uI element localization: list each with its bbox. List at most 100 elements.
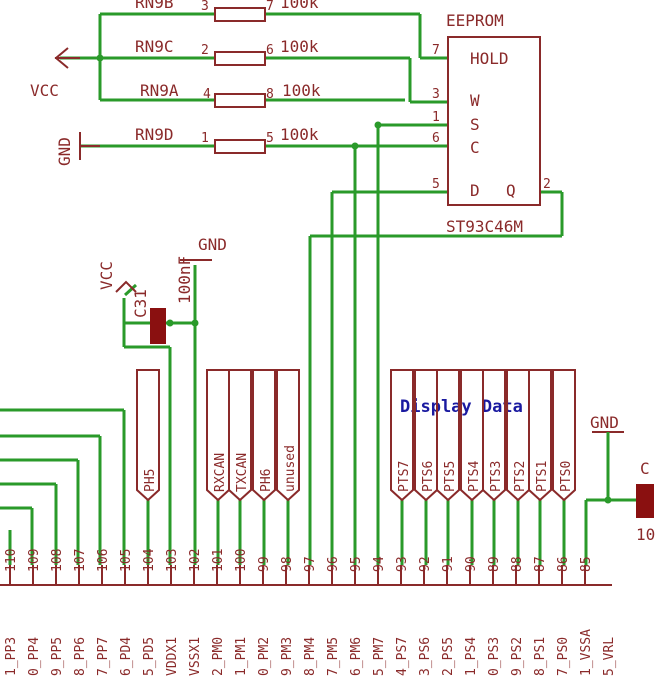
eeprom-pin-num-hold: 7	[432, 43, 440, 58]
mcu-pin-name: 1_PP3	[4, 637, 19, 676]
eeprom-pin-name-hold: HOLD	[470, 49, 509, 68]
net-flag-txcan	[228, 369, 252, 502]
resistor-pin-b-rn9a: 8	[266, 87, 274, 102]
mcu-pin-name: 5_PD5	[142, 637, 157, 676]
mcu-pin-number: 91	[441, 556, 456, 572]
net-label-pts4: PTS4	[467, 461, 482, 492]
eeprom-pin-name-d: D	[470, 181, 480, 200]
net-label-pts2: PTS2	[513, 461, 528, 492]
eeprom-pin-name-w: W	[470, 91, 480, 110]
mcu-pin-number: 108	[50, 549, 65, 572]
resistor-pin-a-rn9c: 2	[201, 43, 209, 58]
net-label-ph6: PH6	[259, 469, 274, 492]
mcu-pin-number: 110	[4, 549, 19, 572]
resistor-value-rn9d: 100k	[280, 125, 319, 144]
mcu-pin-name: VSSX1	[188, 637, 203, 676]
mcu-pin-number: 88	[510, 556, 525, 572]
vcc-arrow-icon	[54, 47, 80, 69]
stub-wires	[146, 500, 566, 565]
mcu-pin-lines	[9, 565, 586, 585]
mcu-pin-name: 2_PS5	[441, 637, 456, 676]
net-flag-pts3	[482, 369, 506, 502]
vcc-arrow-small-icon	[115, 280, 137, 293]
mcu-pin-name: 7_PM5	[326, 637, 341, 676]
net-flag-pts1	[528, 369, 552, 502]
mcu-pin-name: 5_PM7	[372, 637, 387, 676]
net-label-txcan: TXCAN	[235, 453, 250, 492]
resistor-value-rn9c: 100k	[280, 37, 319, 56]
resistor-pin-b-rn9b: 7	[266, 0, 274, 14]
mcu-pin-name: 9_PP5	[50, 637, 65, 676]
net-flag-unused	[276, 369, 300, 502]
mcu-pin-name: VDDX1	[165, 637, 180, 676]
resistor-name-rn9d: RN9D	[135, 125, 174, 144]
mcu-pin-number: 101	[211, 549, 226, 572]
eeprom-pin-num-q: 2	[543, 177, 551, 192]
mcu-pin-number: 93	[395, 556, 410, 572]
mcu-pin-name: 2_PM0	[211, 637, 226, 676]
resistor-rn9c	[214, 51, 266, 66]
c31-body	[150, 308, 166, 344]
mcu-pin-name: 1_PM1	[234, 637, 249, 676]
right-cap-name: C	[640, 459, 650, 478]
net-flag-pts5	[436, 369, 460, 502]
mcu-pin-name: 0_PM2	[257, 637, 272, 676]
mcu-pin-number: 103	[165, 549, 180, 572]
net-label-unused: unused	[283, 445, 298, 492]
net-labels-left: PH5	[136, 369, 160, 502]
resistor-rn9a	[214, 93, 266, 108]
eeprom-pin-name-q: Q	[506, 181, 516, 200]
mcu-pin-number: 106	[96, 549, 111, 572]
resistor-value-rn9a: 100k	[282, 81, 321, 100]
mcu-pin-number: 105	[119, 549, 134, 572]
mcu-pin-number: 102	[188, 549, 203, 572]
net-label-pts5: PTS5	[443, 461, 458, 492]
resistor-pin-a-rn9d: 1	[201, 131, 209, 146]
mcu-pin-number: 109	[27, 549, 42, 572]
mcu-pin-name: 4_PS7	[395, 637, 410, 676]
gnd-top-label: GND	[198, 235, 227, 254]
mcu-pin-number: 92	[418, 556, 433, 572]
resistor-name-rn9a: RN9A	[140, 81, 179, 100]
net-label-ph5: PH5	[143, 469, 158, 492]
right-cap-value: 10	[636, 525, 655, 544]
mcu-pin-name: 8_PS1	[533, 637, 548, 676]
eeprom-chip	[447, 36, 541, 206]
eeprom-pin-num-w: 3	[432, 87, 440, 102]
net-flag-pts0	[552, 369, 576, 502]
mcu-pin-name: 1_VSSA	[579, 629, 594, 676]
mcu-pin-name: 1_PS4	[464, 637, 479, 676]
net-labels-middle: RXCAN TXCAN PH6 unused	[206, 369, 300, 502]
mcu-pin-name: 6_PM6	[349, 637, 364, 676]
mcu-pin-number: 89	[487, 556, 502, 572]
c31-name: C31	[131, 289, 150, 318]
mcu-pin-name: 9_PS2	[510, 637, 525, 676]
c31-wires	[122, 265, 197, 565]
gnd-left-icon	[79, 132, 100, 160]
mcu-pin-number: 87	[533, 556, 548, 572]
mcu-pin-number: 85	[579, 556, 594, 572]
resistor-bodies	[214, 7, 266, 154]
mcu-pin-number: 99	[257, 556, 272, 572]
mcu-pin-name: 8_PM4	[303, 637, 318, 676]
mcu-pin-number: 94	[372, 556, 387, 572]
c31-value: 100nF	[175, 256, 194, 304]
eeprom-pin-num-s: 1	[432, 110, 440, 125]
mcu-pin-number: 90	[464, 556, 479, 572]
vcc-label: VCC	[30, 81, 59, 100]
net-flag-pts2	[506, 369, 530, 502]
net-labels-right: PTS7 PTS6 PTS5 PTS4 PTS3 PTS2 PTS1 PTS0	[390, 369, 576, 502]
resistor-value-rn9b: 100k	[280, 0, 319, 12]
mcu-pin-name: 0_PP4	[27, 637, 42, 676]
mcu-pin-name: 5_VRL	[602, 637, 617, 676]
eeprom-pin-num-c: 6	[432, 131, 440, 146]
net-label-rxcan: RXCAN	[213, 453, 228, 492]
net-label-pts7: PTS7	[397, 461, 412, 492]
mcu-pin-number: 98	[280, 556, 295, 572]
resistor-pin-a-rn9b: 3	[201, 0, 209, 14]
net-flag-pts7	[390, 369, 414, 502]
eeprom-pin-num-d: 5	[432, 177, 440, 192]
resistor-pin-a-rn9a: 4	[203, 87, 211, 102]
net-flag-rxcan	[206, 369, 230, 502]
